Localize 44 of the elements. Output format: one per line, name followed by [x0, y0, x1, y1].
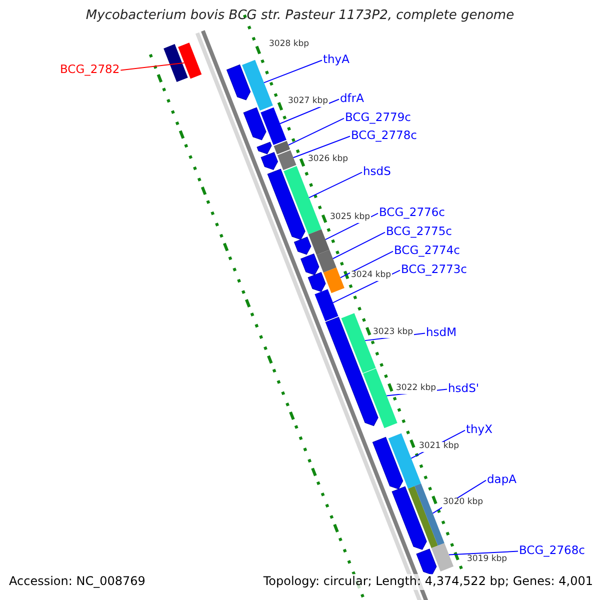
- scale-label: 3019 kbp: [466, 555, 508, 565]
- gene-block: [277, 150, 296, 170]
- scale-label: 3022 kbp: [395, 384, 438, 394]
- scale-label: 3024 kbp: [350, 271, 392, 281]
- leader-line: [288, 118, 344, 146]
- scale-label: 3028 kbp: [268, 40, 310, 50]
- gene-label: BCG_2773c: [401, 263, 467, 276]
- gene-label: BCG_2779c: [345, 111, 411, 124]
- leader-line: [340, 250, 394, 278]
- scale-label: 3020 kbp: [442, 498, 484, 508]
- scale-label: 3021 kbp: [418, 442, 460, 452]
- gene-block: [314, 289, 338, 322]
- gene-label: BCG_2778c: [351, 129, 417, 142]
- leader-line: [292, 136, 350, 158]
- gene-label: hsdS': [448, 382, 480, 396]
- scale-label: 3025 kbp: [329, 213, 372, 223]
- gene-label: dapA: [487, 473, 517, 486]
- gene-block: [308, 229, 330, 255]
- scale-label: 3023 kbp: [372, 328, 414, 338]
- leader-line: [308, 172, 362, 198]
- gene-label: hsdM: [426, 326, 457, 340]
- gene-label: BCG_2774c: [394, 244, 460, 258]
- gene-block: [323, 267, 344, 294]
- leader-line: [120, 62, 185, 71]
- gene-block: [178, 42, 202, 79]
- gene-label: BCG_2768c: [519, 544, 585, 558]
- gene-label: BCG_2782: [60, 63, 120, 76]
- gene-label: dfrA: [340, 92, 364, 106]
- gene-block: [316, 250, 336, 273]
- leader-line: [448, 550, 518, 556]
- gene-label: thyA: [323, 53, 350, 66]
- gene-label: BCG_2775c: [386, 225, 452, 238]
- gene-block: [431, 543, 454, 572]
- leader-line: [263, 60, 322, 84]
- gene-label: hsdS: [363, 165, 391, 178]
- title: Mycobacterium bovis BCG str. Pasteur 1173P2, complete genome: [84, 9, 516, 24]
- gene-label: BCG_2776c: [379, 206, 445, 220]
- leader-line: [280, 98, 340, 124]
- gene-label: thyX: [466, 423, 492, 436]
- gene-block: [260, 107, 286, 146]
- leader-line: [332, 232, 386, 260]
- scale-label: 3026 kbp: [307, 155, 350, 165]
- scale-label: 3027 kbp: [287, 97, 330, 107]
- gene-block: [274, 140, 290, 154]
